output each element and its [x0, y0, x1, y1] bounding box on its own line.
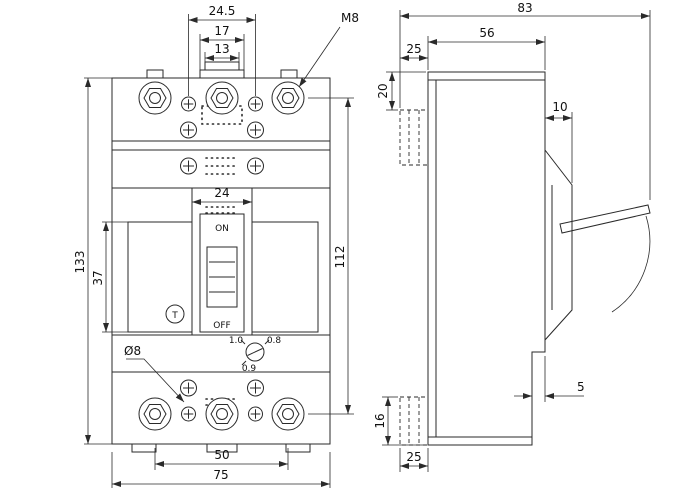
- bottom-terminal-bolts: [138, 397, 305, 431]
- toggle-handle: [206, 246, 238, 308]
- trip-test-button: [165, 304, 185, 324]
- mounting-bracket-dashed: [399, 109, 429, 446]
- dim-front-overall-height: 133: [73, 251, 87, 274]
- dim-side-top-offset: 20: [376, 83, 390, 98]
- dim-side-base-step: 5: [577, 380, 585, 394]
- dim-side-body-depth: 56: [479, 26, 494, 40]
- dim-side-cover-step: 10: [552, 100, 567, 114]
- dim-front-handle-cutout: 24: [214, 186, 229, 200]
- dim-side-bracket-top: 25: [406, 42, 421, 56]
- dim-front-overall-width: 75: [213, 468, 228, 482]
- dim-front-screw-spacing: 24.5: [209, 4, 236, 18]
- dim-front-terminal-centers: 112: [333, 246, 347, 269]
- body-seam-lines: [112, 140, 330, 373]
- handle-lever: [559, 204, 651, 234]
- side-body-outline: [427, 71, 573, 446]
- label-test-button: T: [171, 311, 178, 321]
- dim-side-bracket-height: 16: [373, 413, 387, 428]
- terminal-tabs: [146, 61, 298, 79]
- callout-m8: M8: [341, 11, 359, 25]
- dimension-labels: 24.5 17 13 M8 24 133 37 112 Ø8 50 75 ON …: [73, 1, 585, 482]
- dim-side-bracket-bottom: 25: [406, 450, 421, 464]
- hidden-detail-dots: [201, 105, 243, 406]
- mounting-feet: [131, 443, 311, 453]
- side-view: [399, 71, 651, 446]
- adjustment-dial: [240, 339, 270, 366]
- dial-label-max: 1.0: [229, 336, 244, 346]
- dial-label-mid: 0.8: [267, 336, 282, 346]
- dim-front-tab-outer: 17: [214, 24, 229, 38]
- m8-leader-line: [298, 26, 341, 88]
- cover-panels: [127, 221, 319, 333]
- label-on: ON: [215, 224, 229, 234]
- front-view-dimensions: [84, 14, 354, 488]
- dim-front-handle-window: 37: [91, 270, 105, 285]
- dim-front-terminal-spacing: 50: [214, 448, 229, 462]
- hole-leader-line: [126, 358, 185, 403]
- front-body-outline: [111, 77, 331, 445]
- dim-front-tab-inner: 13: [214, 42, 229, 56]
- side-view-dimensions: [382, 10, 651, 472]
- handle-travel-arc: [611, 215, 651, 313]
- dial-label-min: 0.9: [242, 364, 257, 374]
- front-view: [111, 61, 331, 453]
- side-seam-lines: [428, 79, 553, 438]
- label-off: OFF: [213, 321, 230, 331]
- top-terminal-bolts: [138, 81, 305, 115]
- callout-hole-diameter: Ø8: [124, 344, 141, 358]
- dim-side-overall-depth: 83: [517, 1, 532, 15]
